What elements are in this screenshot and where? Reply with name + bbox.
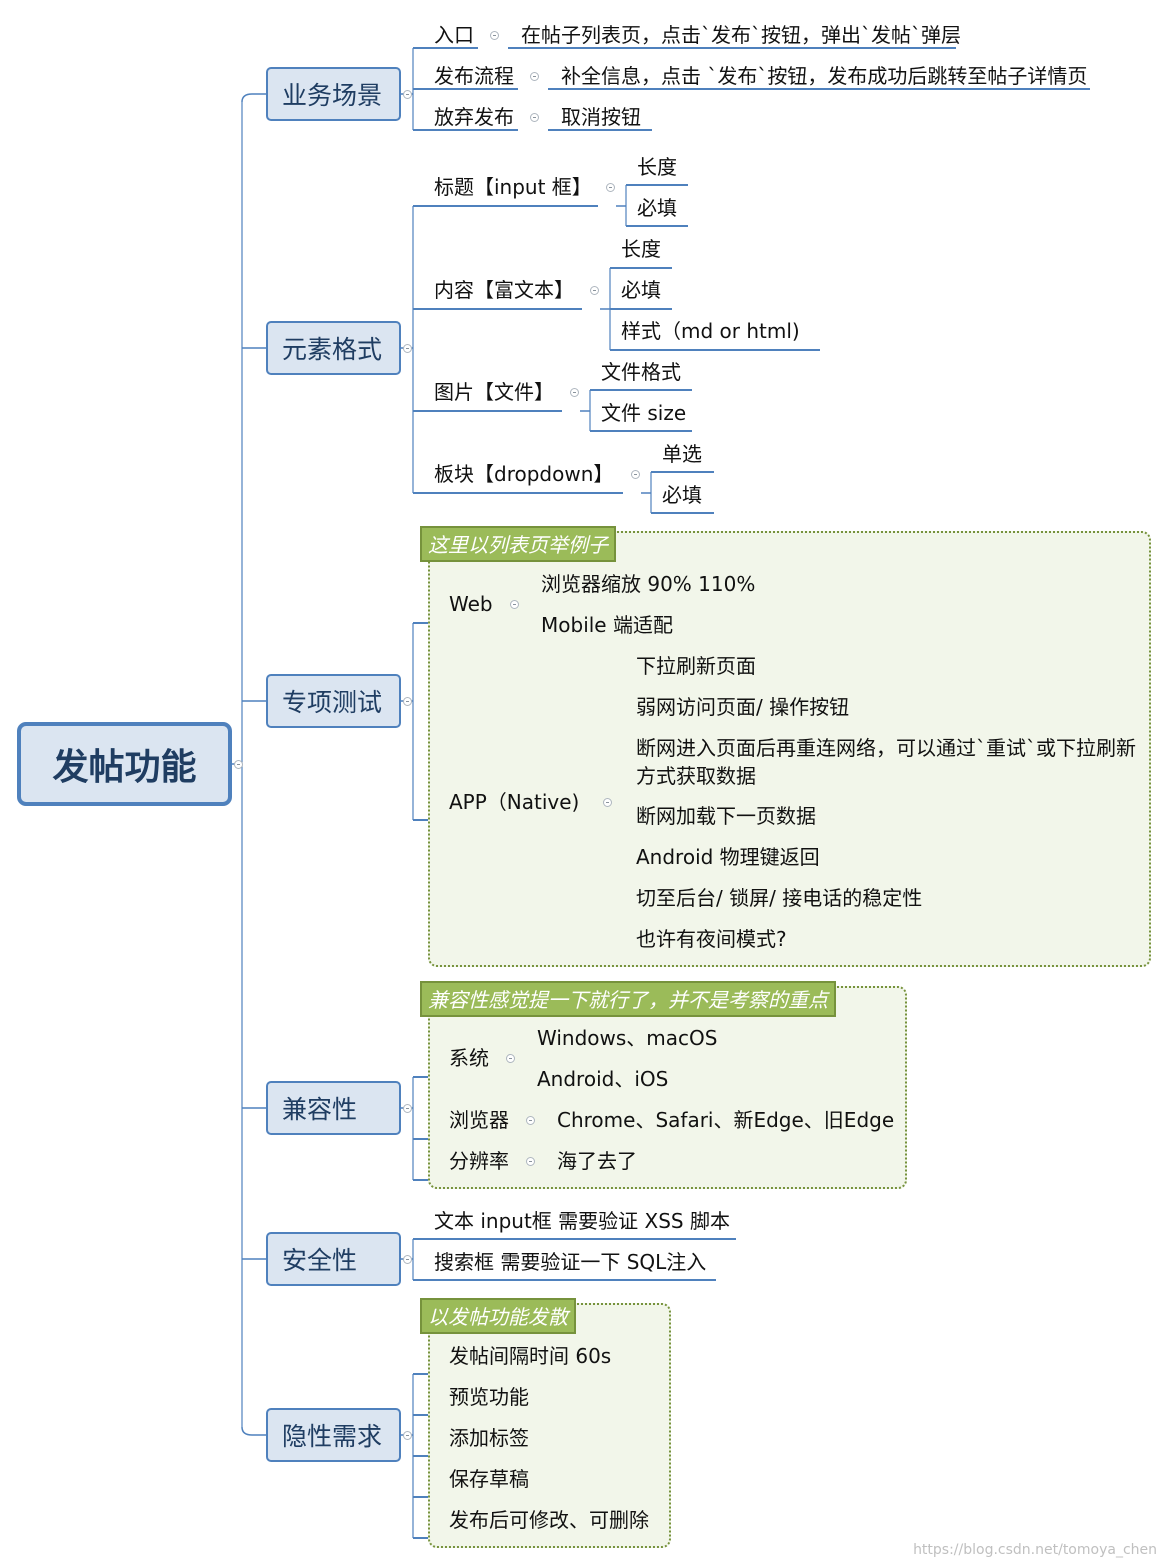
boundary-title-hidden: 以发帖功能发散 bbox=[420, 1298, 576, 1334]
leaf-title-length[interactable]: 长度 bbox=[637, 155, 677, 179]
subtopic-sql-injection[interactable]: 搜索框 需要验证一下 SQL注入 bbox=[434, 1250, 707, 1274]
leaf-app-offline-next-page[interactable]: 断网加载下一页数据 bbox=[636, 804, 816, 828]
leaf-web-zoom[interactable]: 浏览器缩放 90% 110% bbox=[541, 572, 756, 596]
subtopic-preview[interactable]: 预览功能 bbox=[449, 1385, 529, 1409]
subtopic-board-dropdown[interactable]: 板块【dropdown】 bbox=[434, 462, 614, 486]
collapse-toggle-app[interactable] bbox=[603, 798, 612, 807]
subtopic-title-input[interactable]: 标题【input 框】 bbox=[434, 175, 592, 199]
leaf-content-style[interactable]: 样式（md or html) bbox=[621, 319, 800, 343]
collapse-toggle-hidden[interactable] bbox=[403, 1431, 412, 1440]
subtopic-add-tags[interactable]: 添加标签 bbox=[449, 1426, 529, 1450]
watermark: https://blog.csdn.net/tomoya_chen bbox=[913, 1542, 1157, 1558]
collapse-toggle-publish-flow[interactable] bbox=[530, 72, 539, 81]
leaf-app-reconnect[interactable]: 断网进入页面后再重连网络，可以通过`重试`或下拉刷新方式获取数据 bbox=[636, 736, 1136, 788]
collapse-toggle-system[interactable] bbox=[506, 1054, 515, 1063]
main-topic-security[interactable]: 安全性 bbox=[266, 1232, 401, 1286]
leaf-app-android-back[interactable]: Android 物理键返回 bbox=[636, 845, 820, 869]
leaf-abandon-desc[interactable]: 取消按钮 bbox=[561, 105, 641, 129]
leaf-resolution-desc[interactable]: 海了去了 bbox=[557, 1149, 637, 1173]
leaf-image-size[interactable]: 文件 size bbox=[601, 401, 687, 425]
subtopic-abandon[interactable]: 放弃发布 bbox=[434, 105, 514, 129]
root-topic[interactable]: 发帖功能 bbox=[17, 722, 232, 806]
collapse-toggle-content[interactable] bbox=[590, 286, 599, 295]
collapse-toggle-web[interactable] bbox=[510, 600, 519, 609]
main-topic-compat[interactable]: 兼容性 bbox=[266, 1081, 401, 1135]
leaf-title-required[interactable]: 必填 bbox=[637, 196, 677, 220]
collapse-toggle-biz[interactable] bbox=[403, 90, 412, 99]
collapse-toggle-special[interactable] bbox=[403, 697, 412, 706]
collapse-toggle-compat[interactable] bbox=[403, 1104, 412, 1113]
leaf-content-required[interactable]: 必填 bbox=[621, 278, 661, 302]
leaf-system-mobile[interactable]: Android、iOS bbox=[537, 1067, 669, 1091]
main-topic-elem[interactable]: 元素格式 bbox=[266, 321, 401, 375]
main-topic-hidden[interactable]: 隐性需求 bbox=[266, 1408, 401, 1462]
collapse-toggle-abandon[interactable] bbox=[530, 113, 539, 122]
leaf-image-format[interactable]: 文件格式 bbox=[601, 360, 681, 384]
leaf-system-desktop[interactable]: Windows、macOS bbox=[537, 1026, 718, 1050]
collapse-toggle-security[interactable] bbox=[403, 1255, 412, 1264]
subtopic-system[interactable]: 系统 bbox=[449, 1046, 489, 1070]
subtopic-browser[interactable]: 浏览器 bbox=[449, 1108, 509, 1132]
leaf-app-night-mode[interactable]: 也许有夜间模式? bbox=[636, 927, 787, 951]
leaf-content-length[interactable]: 长度 bbox=[621, 237, 661, 261]
boundary-title-compat: 兼容性感觉提一下就行了，并不是考察的重点 bbox=[420, 981, 836, 1017]
subtopic-resolution[interactable]: 分辨率 bbox=[449, 1149, 509, 1173]
main-topic-special[interactable]: 专项测试 bbox=[266, 674, 401, 728]
collapse-toggle-elem[interactable] bbox=[403, 344, 412, 353]
leaf-app-weak-network[interactable]: 弱网访问页面/ 操作按钮 bbox=[636, 695, 850, 719]
subtopic-post-interval[interactable]: 发帖间隔时间 60s bbox=[449, 1344, 612, 1368]
subtopic-web[interactable]: Web bbox=[449, 592, 493, 616]
leaf-publish-flow-desc[interactable]: 补全信息，点击 `发布`按钮，发布成功后跳转至帖子详情页 bbox=[561, 64, 1088, 88]
boundary-title-special: 这里以列表页举例子 bbox=[420, 526, 616, 562]
collapse-toggle-root[interactable] bbox=[234, 760, 243, 769]
main-topic-biz[interactable]: 业务场景 bbox=[266, 67, 401, 121]
collapse-toggle-title-input[interactable] bbox=[606, 183, 615, 192]
collapse-toggle-board[interactable] bbox=[631, 470, 640, 479]
leaf-app-background-stability[interactable]: 切至后台/ 锁屏/ 接电话的稳定性 bbox=[636, 886, 923, 910]
leaf-app-pull-refresh[interactable]: 下拉刷新页面 bbox=[636, 654, 756, 678]
collapse-toggle-image[interactable] bbox=[570, 388, 579, 397]
collapse-toggle-entry[interactable] bbox=[490, 31, 499, 40]
collapse-toggle-resolution[interactable] bbox=[526, 1157, 535, 1166]
boundary-special bbox=[428, 531, 1151, 967]
subtopic-content-richtext[interactable]: 内容【富文本】 bbox=[434, 278, 574, 302]
leaf-board-required[interactable]: 必填 bbox=[662, 483, 702, 507]
leaf-browser-list[interactable]: Chrome、Safari、新Edge、旧Edge bbox=[557, 1108, 895, 1132]
leaf-entry-desc[interactable]: 在帖子列表页，点击`发布`按钮，弹出`发帖`弹层 bbox=[521, 23, 961, 47]
boundary-hidden bbox=[428, 1303, 671, 1548]
subtopic-app-native[interactable]: APP（Native) bbox=[449, 790, 580, 814]
leaf-board-single[interactable]: 单选 bbox=[662, 442, 702, 466]
subtopic-save-draft[interactable]: 保存草稿 bbox=[449, 1467, 529, 1491]
leaf-web-mobile[interactable]: Mobile 端适配 bbox=[541, 613, 673, 637]
subtopic-xss[interactable]: 文本 input框 需要验证 XSS 脚本 bbox=[434, 1209, 730, 1233]
subtopic-image-file[interactable]: 图片【文件】 bbox=[434, 380, 554, 404]
collapse-toggle-browser[interactable] bbox=[526, 1116, 535, 1125]
subtopic-entry[interactable]: 入口 bbox=[434, 23, 474, 47]
subtopic-edit-delete[interactable]: 发布后可修改、可删除 bbox=[449, 1508, 649, 1532]
subtopic-publish-flow[interactable]: 发布流程 bbox=[434, 64, 514, 88]
